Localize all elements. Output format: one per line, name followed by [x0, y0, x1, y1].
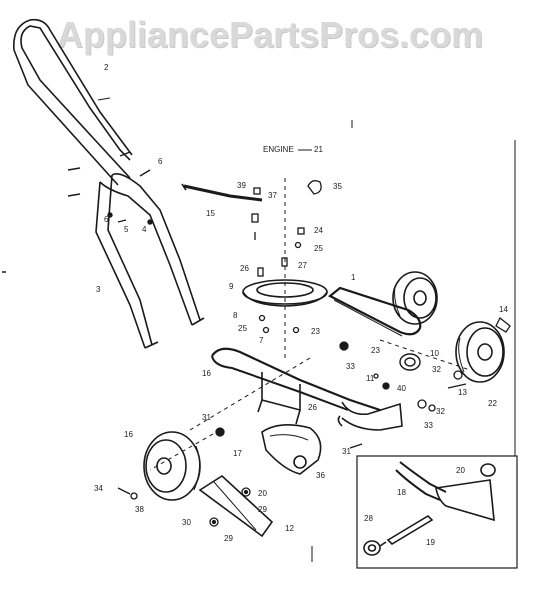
- callout-23b: 23: [371, 346, 380, 355]
- callout-labels: ENGINE 21 2 3 4 5 6 6 39 37 15 35 24 25 …: [94, 63, 508, 547]
- callout-29b: 29: [224, 534, 233, 543]
- callout-14: 14: [499, 305, 508, 314]
- callout-18: 18: [397, 488, 406, 497]
- lower-hardware: [117, 443, 363, 527]
- engine-fasteners: [251, 187, 305, 334]
- callout-32b: 32: [436, 407, 445, 416]
- callout-11: 11: [366, 374, 375, 383]
- callout-38: 38: [135, 505, 144, 514]
- callout-33a: 33: [346, 362, 355, 371]
- callout-26a: 26: [240, 264, 249, 273]
- wheel-right: [455, 321, 505, 383]
- callout-35: 35: [333, 182, 342, 191]
- callout-1: 1: [351, 273, 356, 282]
- callout-32a: 32: [432, 365, 441, 374]
- callout-36: 36: [316, 471, 325, 480]
- callout-3: 3: [96, 285, 101, 294]
- callout-34: 34: [94, 484, 103, 493]
- wheel-axis-left: [149, 429, 221, 471]
- callout-16b: 16: [202, 369, 211, 378]
- callout-2: 2: [104, 63, 109, 72]
- callout-20: 20: [258, 489, 267, 498]
- callout-27: 27: [298, 261, 307, 270]
- callout-29a: 29: [258, 505, 267, 514]
- callout-10: 10: [430, 349, 439, 358]
- callout-8: 8: [233, 311, 238, 320]
- callout-40: 40: [397, 384, 406, 393]
- watermark: AppliancePartsPros.com: [56, 14, 484, 55]
- callout-25b: 25: [238, 324, 247, 333]
- engine-pulley: [242, 279, 328, 307]
- callout-31b: 31: [342, 447, 351, 456]
- callout-19: 19: [426, 538, 435, 547]
- engine-label: ENGINE: [263, 145, 294, 154]
- control-rod: [181, 183, 263, 202]
- wheel-upper: [392, 271, 438, 325]
- callout-13: 13: [458, 388, 467, 397]
- callout-30: 30: [182, 518, 191, 527]
- callout-7: 7: [259, 336, 264, 345]
- callout-17: 17: [233, 449, 242, 458]
- spool-part: [399, 353, 421, 371]
- edger-blade: [198, 474, 274, 538]
- knob-part: [307, 180, 322, 195]
- callout-6b: 6: [104, 215, 109, 224]
- callout-39: 39: [237, 181, 246, 190]
- engine-number: 21: [314, 145, 323, 154]
- lower-handle: [95, 173, 205, 349]
- blade-guard: [261, 424, 322, 475]
- callout-5: 5: [124, 225, 129, 234]
- callout-25a: 25: [314, 244, 323, 253]
- callout-6a: 6: [158, 157, 163, 166]
- main-frame: [211, 347, 403, 431]
- callout-4: 4: [142, 225, 147, 234]
- fitting-part: [495, 316, 511, 333]
- callout-16: 16: [124, 430, 133, 439]
- callout-12: 12: [285, 524, 294, 533]
- callout-37: 37: [268, 191, 277, 200]
- callout-23a: 23: [311, 327, 320, 336]
- callout-24: 24: [314, 226, 323, 235]
- inset-detail-box: [356, 455, 518, 569]
- wheel-left: [143, 431, 201, 501]
- callout-33b: 33: [424, 421, 433, 430]
- callout-20b: 20: [456, 466, 465, 475]
- callout-28: 28: [364, 514, 373, 523]
- right-hardware: [215, 341, 467, 437]
- callout-15: 15: [206, 209, 215, 218]
- upper-handle: [13, 18, 133, 186]
- callout-26b: 26: [308, 403, 317, 412]
- callout-9: 9: [229, 282, 234, 291]
- callout-22: 22: [488, 399, 497, 408]
- handle-bolts: [67, 151, 153, 225]
- drive-belt: [327, 286, 422, 337]
- callout-31a: 31: [202, 413, 211, 422]
